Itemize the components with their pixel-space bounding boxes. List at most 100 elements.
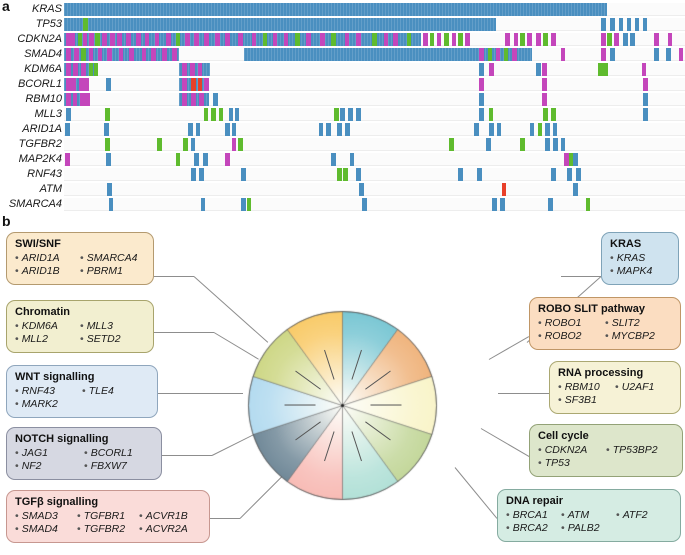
pathway-gene-list: CDKN2ATP53BP2TP53 <box>538 444 674 470</box>
oncoprint-mutation-mark <box>626 18 632 31</box>
pathway-gene: ATM <box>561 509 616 522</box>
pathway-box-title: KRAS <box>610 238 642 250</box>
pathway-box-title: SWI/SNF <box>15 238 61 250</box>
pathway-box[interactable]: SWI/SNFARID1ASMARCA4ARID1BPBRM1 <box>6 232 154 285</box>
oncoprint-gene-label: TP53 <box>35 18 62 30</box>
pathway-box[interactable]: NOTCH signallingJAG1BCORL1NF2FBXW7 <box>6 427 162 480</box>
oncoprint-mutation-mark <box>88 48 94 61</box>
oncoprint-mutation-mark <box>345 123 350 136</box>
oncoprint-mutation-mark <box>610 48 616 61</box>
oncoprint-mutation-mark <box>225 33 231 46</box>
pathway-gene: RBM10 <box>558 381 615 394</box>
oncoprint-mutation-mark <box>642 18 648 31</box>
oncoprint-mutation-mark <box>65 33 71 46</box>
pathway-box[interactable]: ChromatinKDM6AMLL3MLL2SETD2 <box>6 300 154 353</box>
oncoprint-mutation-mark <box>117 33 123 46</box>
pathway-box[interactable]: Cell cycleCDKN2ATP53BP2TP53 <box>529 424 683 477</box>
oncoprint-mutation-mark <box>272 33 278 46</box>
pathway-gene: SMARCA4 <box>80 252 145 265</box>
oncoprint-mutation-mark <box>422 33 428 46</box>
oncoprint-mutation-mark <box>551 108 557 121</box>
oncoprint-mutation-mark <box>601 33 606 46</box>
oncoprint-mutation-mark <box>191 78 196 91</box>
leader-line <box>561 276 601 277</box>
oncoprint-mutation-mark <box>573 183 578 196</box>
oncoprint-gene-label: RBM10 <box>25 93 62 105</box>
pathway-gene-list: KDM6AMLL3MLL2SETD2 <box>15 320 145 346</box>
pathway-gene: PBRM1 <box>80 265 145 278</box>
oncoprint-mutation-mark <box>406 33 412 46</box>
oncoprint-row: RNF43 <box>0 167 685 182</box>
oncoprint-mutation-mark <box>199 168 205 181</box>
oncoprint-mutation-mark <box>355 168 361 181</box>
oncoprint-track <box>64 138 685 151</box>
oncoprint-row: MLL3 <box>0 107 685 122</box>
oncoprint-gene-label: ATM <box>39 183 62 195</box>
oncoprint-mutation-mark <box>568 153 574 166</box>
oncoprint-mutation-mark <box>175 33 181 46</box>
pathway-gene-list: RBM10U2AF1SF3B1 <box>558 381 672 407</box>
oncoprint-mutation-mark <box>479 108 485 121</box>
pathway-box[interactable]: KRASKRASMAPK4 <box>601 232 679 285</box>
oncoprint-mutation-mark <box>183 138 188 151</box>
oncoprint-track <box>64 153 685 166</box>
pathway-box[interactable]: WNT signallingRNF43TLE4MARK2 <box>6 365 158 418</box>
oncoprint-mutation-mark <box>197 78 203 91</box>
oncoprint-mutation-mark <box>218 108 224 121</box>
oncoprint-mutation-mark <box>529 123 535 136</box>
pathway-gene-list: BRCA1ATMATF2BRCA2PALB2 <box>506 509 672 535</box>
pathway-box[interactable]: DNA repairBRCA1ATMATF2BRCA2PALB2 <box>497 489 681 542</box>
oncoprint-mutation-mark <box>451 33 457 46</box>
pathway-gene: ATF2 <box>616 509 671 522</box>
oncoprint-mutation-mark <box>73 48 79 61</box>
oncoprint-mutation-mark <box>204 33 209 46</box>
oncoprint-mutation-mark <box>234 108 240 121</box>
pathway-box[interactable]: RNA processingRBM10U2AF1SF3B1 <box>549 361 681 414</box>
oncoprint-mutation-mark <box>643 93 649 106</box>
pathway-gene-list: RNF43TLE4MARK2 <box>15 385 149 411</box>
pathway-box[interactable]: ROBO SLIT pathwayROBO1SLIT2ROBO2MYCBP2 <box>529 297 681 350</box>
oncoprint-mutation-mark <box>211 108 216 121</box>
oncoprint-mutation-mark <box>601 18 606 31</box>
oncoprint-mutation-mark <box>141 48 147 61</box>
oncoprint-mutation-mark <box>618 18 624 31</box>
oncoprint-mutation-mark <box>144 33 150 46</box>
oncoprint-mutation-mark <box>479 93 485 106</box>
oncoprint-mutation-mark <box>436 33 442 46</box>
oncoprint-mutation-mark <box>458 168 463 181</box>
oncoprint-mutation-mark <box>576 168 581 181</box>
oncoprint-mutation-mark <box>501 183 507 196</box>
oncoprint-mutation-mark <box>489 123 495 136</box>
oncoprint-mutation-mark <box>520 33 526 46</box>
leader-line <box>158 393 243 394</box>
oncoprint-mutation-mark <box>542 93 547 106</box>
oncoprint-mutation-mark <box>199 93 205 106</box>
oncoprint-mutation-mark <box>340 108 345 121</box>
oncoprint-mutation-mark <box>237 138 243 151</box>
pathway-gene-list: ROBO1SLIT2ROBO2MYCBP2 <box>538 317 672 343</box>
pathway-box[interactable]: TGFβ signallingSMAD3TGFBR1ACVR1BSMAD4TGF… <box>6 490 210 543</box>
oncoprint-mutation-mark <box>496 123 502 136</box>
oncoprint-mutation-mark <box>190 138 196 151</box>
oncoprint-mutation-mark <box>553 138 558 151</box>
pathway-gene-list: JAG1BCORL1NF2FBXW7 <box>15 447 153 473</box>
pathway-gene: BRCA2 <box>506 522 561 535</box>
oncoprint-mutation-mark <box>175 153 181 166</box>
oncoprint-mutation-mark <box>246 198 252 211</box>
oncoprint-mutation-mark <box>81 63 87 76</box>
oncoprint-mutation-mark <box>607 33 613 46</box>
oncoprint-mutation-mark <box>552 123 558 136</box>
pathway-gene: ROBO1 <box>538 317 605 330</box>
pathway-box-title: Cell cycle <box>538 430 589 442</box>
oncoprint-mutation-mark <box>393 33 398 46</box>
oncoprint-mutation-mark <box>331 153 336 166</box>
oncoprint-mutation-mark <box>231 138 237 151</box>
oncoprint-mutation-mark <box>185 33 190 46</box>
oncoprint-mutation-mark <box>240 168 246 181</box>
oncoprint-mutation-mark <box>503 48 509 61</box>
oncoprint-mutation-mark <box>320 33 326 46</box>
leader-line <box>480 428 530 457</box>
oncoprint-mutation-mark <box>643 78 649 91</box>
oncoprint-mutation-mark <box>72 93 78 106</box>
